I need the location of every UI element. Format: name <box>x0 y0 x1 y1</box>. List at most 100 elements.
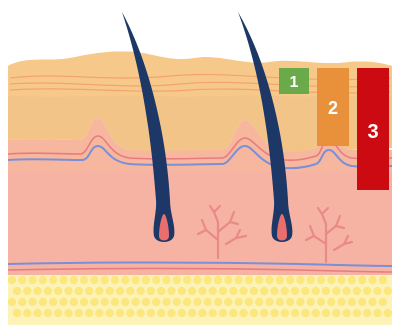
fat-cell <box>234 276 242 284</box>
fat-cell <box>214 276 222 284</box>
fat-cell <box>312 287 320 295</box>
fat-cell <box>136 309 144 317</box>
fat-cell <box>8 276 16 284</box>
fat-cell <box>312 309 320 317</box>
fat-cell <box>327 276 335 284</box>
fat-cell <box>183 298 191 306</box>
fat-cell <box>234 298 242 306</box>
fat-cell <box>373 287 381 295</box>
fat-cell <box>193 298 201 306</box>
fat-cell <box>49 276 57 284</box>
fat-cell <box>342 287 350 295</box>
fat-cell <box>317 276 325 284</box>
fat-cell <box>348 298 356 306</box>
fat-cell <box>209 309 217 317</box>
fat-cell <box>54 309 62 317</box>
fat-cell <box>239 287 247 295</box>
fat-cell <box>265 276 273 284</box>
fat-cell <box>255 276 263 284</box>
fat-cell <box>8 298 16 306</box>
fat-cell <box>147 309 155 317</box>
fat-cell <box>142 298 150 306</box>
marker-2: 2 <box>317 68 349 146</box>
fat-cell <box>379 298 387 306</box>
fat-cell <box>384 309 392 317</box>
fat-cell <box>301 309 309 317</box>
fat-cell <box>250 287 258 295</box>
fat-cell <box>131 276 139 284</box>
fat-cell <box>260 287 268 295</box>
fat-cell <box>368 276 376 284</box>
fat-cell <box>209 287 217 295</box>
fat-cell <box>353 309 361 317</box>
fat-cell <box>80 298 88 306</box>
fat-cell <box>162 298 170 306</box>
fat-cell <box>23 287 31 295</box>
fat-cell <box>111 298 119 306</box>
fat-cell <box>373 309 381 317</box>
fat-cell <box>13 309 21 317</box>
fat-cell <box>322 287 330 295</box>
fat-cell <box>167 287 175 295</box>
fat-cell <box>106 287 114 295</box>
fat-cell <box>116 287 124 295</box>
fat-cell <box>332 287 340 295</box>
fat-cell <box>75 309 83 317</box>
fat-cell <box>173 298 181 306</box>
fat-cell <box>28 298 36 306</box>
fat-cell <box>270 309 278 317</box>
fat-cell <box>286 276 294 284</box>
fat-cell <box>229 287 237 295</box>
fat-cell <box>368 298 376 306</box>
fat-cell <box>245 298 253 306</box>
fat-cell <box>322 309 330 317</box>
fat-cell <box>276 298 284 306</box>
fat-cell <box>70 298 78 306</box>
fat-cell <box>224 276 232 284</box>
fat-cell <box>18 276 26 284</box>
fat-cell <box>70 276 78 284</box>
fat-cell <box>126 309 134 317</box>
fat-cell <box>183 276 191 284</box>
fat-cell <box>157 287 165 295</box>
fat-cell <box>121 298 129 306</box>
fat-cell <box>291 287 299 295</box>
fat-cell <box>281 287 289 295</box>
fat-cell <box>342 309 350 317</box>
fat-cell <box>229 309 237 317</box>
fat-cell <box>126 287 134 295</box>
fat-cell <box>147 287 155 295</box>
fat-cell <box>327 298 335 306</box>
fat-cell <box>219 287 227 295</box>
fat-cell <box>198 287 206 295</box>
fat-cell <box>358 276 366 284</box>
fat-cell <box>214 298 222 306</box>
fat-cell <box>239 309 247 317</box>
fat-cell <box>162 276 170 284</box>
fat-cell <box>54 287 62 295</box>
fat-cell <box>64 309 72 317</box>
fat-cell <box>116 309 124 317</box>
fat-cell <box>353 287 361 295</box>
fat-cell <box>44 287 52 295</box>
fat-cell <box>178 309 186 317</box>
fat-cell <box>152 276 160 284</box>
fat-cell <box>337 298 345 306</box>
fat-cell <box>44 309 52 317</box>
fat-cell <box>379 276 387 284</box>
fat-cell <box>59 298 67 306</box>
fat-cell <box>106 309 114 317</box>
fat-cell <box>255 298 263 306</box>
fat-cell <box>270 287 278 295</box>
fat-cell <box>307 276 315 284</box>
fat-cell <box>49 298 57 306</box>
fat-cell <box>95 309 103 317</box>
fat-cell <box>384 287 392 295</box>
fat-cell <box>178 287 186 295</box>
fat-cell <box>167 309 175 317</box>
fat-cell <box>198 309 206 317</box>
fat-cell <box>188 287 196 295</box>
fat-cell <box>75 287 83 295</box>
fat-cell <box>111 276 119 284</box>
